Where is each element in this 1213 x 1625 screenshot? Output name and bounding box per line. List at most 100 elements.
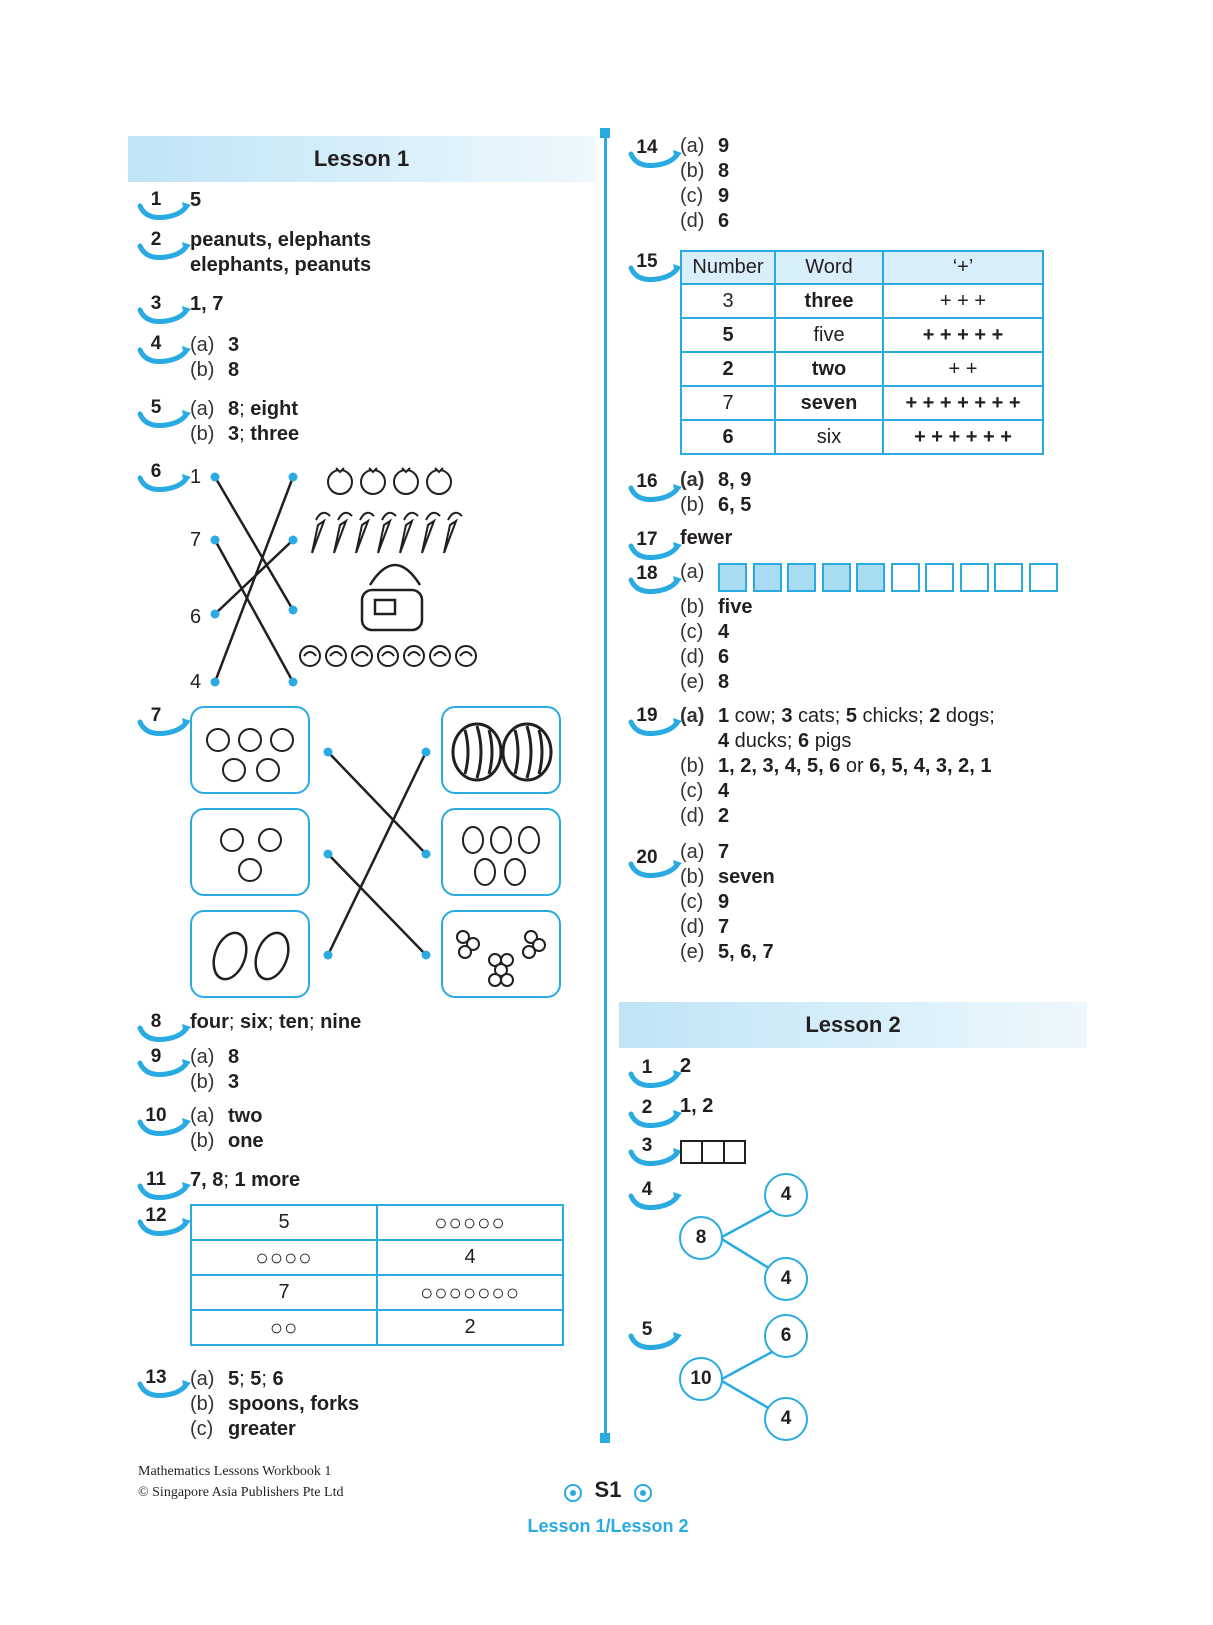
page-marker-icon bbox=[564, 1484, 582, 1502]
page-marker-icon bbox=[634, 1484, 652, 1502]
carrots-icon bbox=[311, 511, 463, 554]
question-number-badge: 14 bbox=[627, 137, 683, 168]
question-number-badge: 3 bbox=[136, 293, 192, 324]
empty-box bbox=[925, 563, 954, 592]
q4-branch-lines bbox=[719, 1208, 773, 1272]
footer-lessons: Lesson 1/Lesson 2 bbox=[527, 1516, 689, 1536]
oranges-icon bbox=[327, 467, 452, 495]
shaded-box bbox=[856, 563, 885, 592]
question-number-badge: 4 bbox=[136, 333, 192, 364]
page-number: S1 bbox=[594, 1477, 622, 1502]
question-number-badge: 8 bbox=[136, 1011, 192, 1042]
table-cell: + + + + + + + bbox=[882, 385, 1044, 421]
answer-line: (a)1 cow; 3 cats; 5 chicks; 2 dogs; bbox=[680, 705, 995, 727]
table-cell: ○○○○○○○ bbox=[376, 1274, 564, 1311]
question-number-badge: 4 bbox=[627, 1179, 683, 1210]
lesson-2-title: Lesson 2 bbox=[805, 1012, 901, 1037]
question-number-badge: 1 bbox=[627, 1057, 683, 1088]
question-number-badge: 3 bbox=[627, 1135, 683, 1166]
question-number-badge: 11 bbox=[136, 1169, 192, 1200]
answer-line: (b)6, 5 bbox=[680, 494, 752, 516]
table-cell: 2 bbox=[376, 1309, 564, 1346]
table-cell: 7 bbox=[190, 1274, 378, 1311]
part-circle: 4 bbox=[764, 1173, 808, 1217]
part-circle: 4 bbox=[764, 1397, 808, 1441]
answer-line: (c)greater bbox=[190, 1418, 296, 1440]
papayas-icon bbox=[212, 931, 290, 981]
whole-circle: 10 bbox=[679, 1357, 723, 1401]
oranges-box bbox=[190, 808, 310, 896]
lesson-1-title: Lesson 1 bbox=[313, 146, 410, 171]
answer-line: (b)five bbox=[680, 596, 753, 618]
papayas-box bbox=[190, 910, 310, 998]
question-number-badge: 19 bbox=[627, 705, 683, 736]
q6-number: 4 bbox=[190, 671, 202, 693]
grapes-box bbox=[441, 910, 561, 998]
question-number-badge: 10 bbox=[136, 1105, 192, 1136]
answer-line: (a)8; eight bbox=[190, 398, 299, 420]
oranges-icon bbox=[220, 828, 282, 882]
shaded-box bbox=[821, 563, 851, 592]
answer-line: (b)spoons, forks bbox=[190, 1393, 360, 1415]
pears-box bbox=[441, 808, 561, 896]
divider-end-cap bbox=[600, 128, 610, 138]
question-number-badge: 5 bbox=[136, 397, 192, 428]
answer-line: four; six; ten; nine bbox=[190, 1011, 362, 1033]
table-cell: three bbox=[774, 283, 884, 319]
answer-text: 5 bbox=[190, 189, 202, 211]
question-number-badge: 5 bbox=[627, 1319, 683, 1350]
answer-line: (d)6 bbox=[680, 646, 730, 668]
whole-circle: 8 bbox=[679, 1216, 723, 1260]
question-number-badge: 9 bbox=[136, 1046, 192, 1077]
apples-box bbox=[190, 706, 310, 794]
question-number-badge: 13 bbox=[136, 1367, 192, 1398]
watermelons-icon bbox=[451, 722, 553, 782]
answer-line: (a)3 bbox=[190, 334, 240, 356]
grapes-icon bbox=[456, 930, 546, 987]
answer-line: (d)7 bbox=[680, 916, 730, 938]
table-header: ‘+’ bbox=[882, 250, 1044, 285]
table-cell: 3 bbox=[680, 283, 776, 319]
answer-line: (a)7 bbox=[680, 841, 730, 863]
footer-book-title: Mathematics Lessons Workbook 1 bbox=[138, 1464, 332, 1479]
table-header: Word bbox=[774, 250, 884, 285]
empty-box bbox=[1028, 563, 1058, 592]
table-cell: two bbox=[774, 351, 884, 387]
answer-line: (c)9 bbox=[680, 185, 730, 207]
part-circle: 6 bbox=[764, 1314, 808, 1358]
table-cell: six bbox=[774, 419, 884, 455]
question-number-badge: 2 bbox=[627, 1097, 683, 1128]
shaded-box bbox=[787, 563, 816, 592]
question-number-badge: 6 bbox=[136, 461, 192, 492]
shaded-box bbox=[718, 563, 747, 592]
question-number-badge: 7 bbox=[136, 705, 192, 736]
table-cell: ○○ bbox=[190, 1309, 378, 1346]
answer-line: (b)8 bbox=[190, 359, 240, 381]
table-cell: 4 bbox=[376, 1239, 564, 1276]
q5-branch-lines bbox=[719, 1350, 773, 1412]
answer-line: (b)3 bbox=[190, 1071, 240, 1093]
column-divider bbox=[604, 130, 607, 1438]
q12-table: 5○○○○○ ○○○○4 7○○○○○○○ ○○2 bbox=[190, 1204, 564, 1346]
table-cell: + + + + + + bbox=[882, 419, 1044, 455]
shaded-box bbox=[752, 563, 782, 592]
question-number-badge: 20 bbox=[627, 847, 683, 878]
sweets-icon bbox=[299, 645, 477, 667]
question-number-badge: 2 bbox=[136, 229, 192, 260]
footer-copyright: © Singapore Asia Publishers Pte Ltd bbox=[138, 1485, 344, 1500]
table-cell: + + + bbox=[882, 283, 1044, 319]
bag-icon bbox=[360, 563, 424, 632]
answer-line: (d)2 bbox=[680, 805, 730, 827]
answer-line: (b)seven bbox=[680, 866, 775, 888]
q18-boxes bbox=[718, 563, 1063, 592]
question-number-badge: 12 bbox=[136, 1205, 192, 1236]
answer-text: elephants, peanuts bbox=[190, 254, 372, 276]
table-cell: five bbox=[774, 317, 884, 353]
empty-box bbox=[959, 563, 989, 592]
table-cell: + + bbox=[882, 351, 1044, 387]
answer-line: (b)3; three bbox=[190, 423, 300, 445]
q3-boxes bbox=[680, 1140, 746, 1164]
question-number-badge: 1 bbox=[136, 189, 192, 220]
answer-line: (b)one bbox=[190, 1130, 264, 1152]
